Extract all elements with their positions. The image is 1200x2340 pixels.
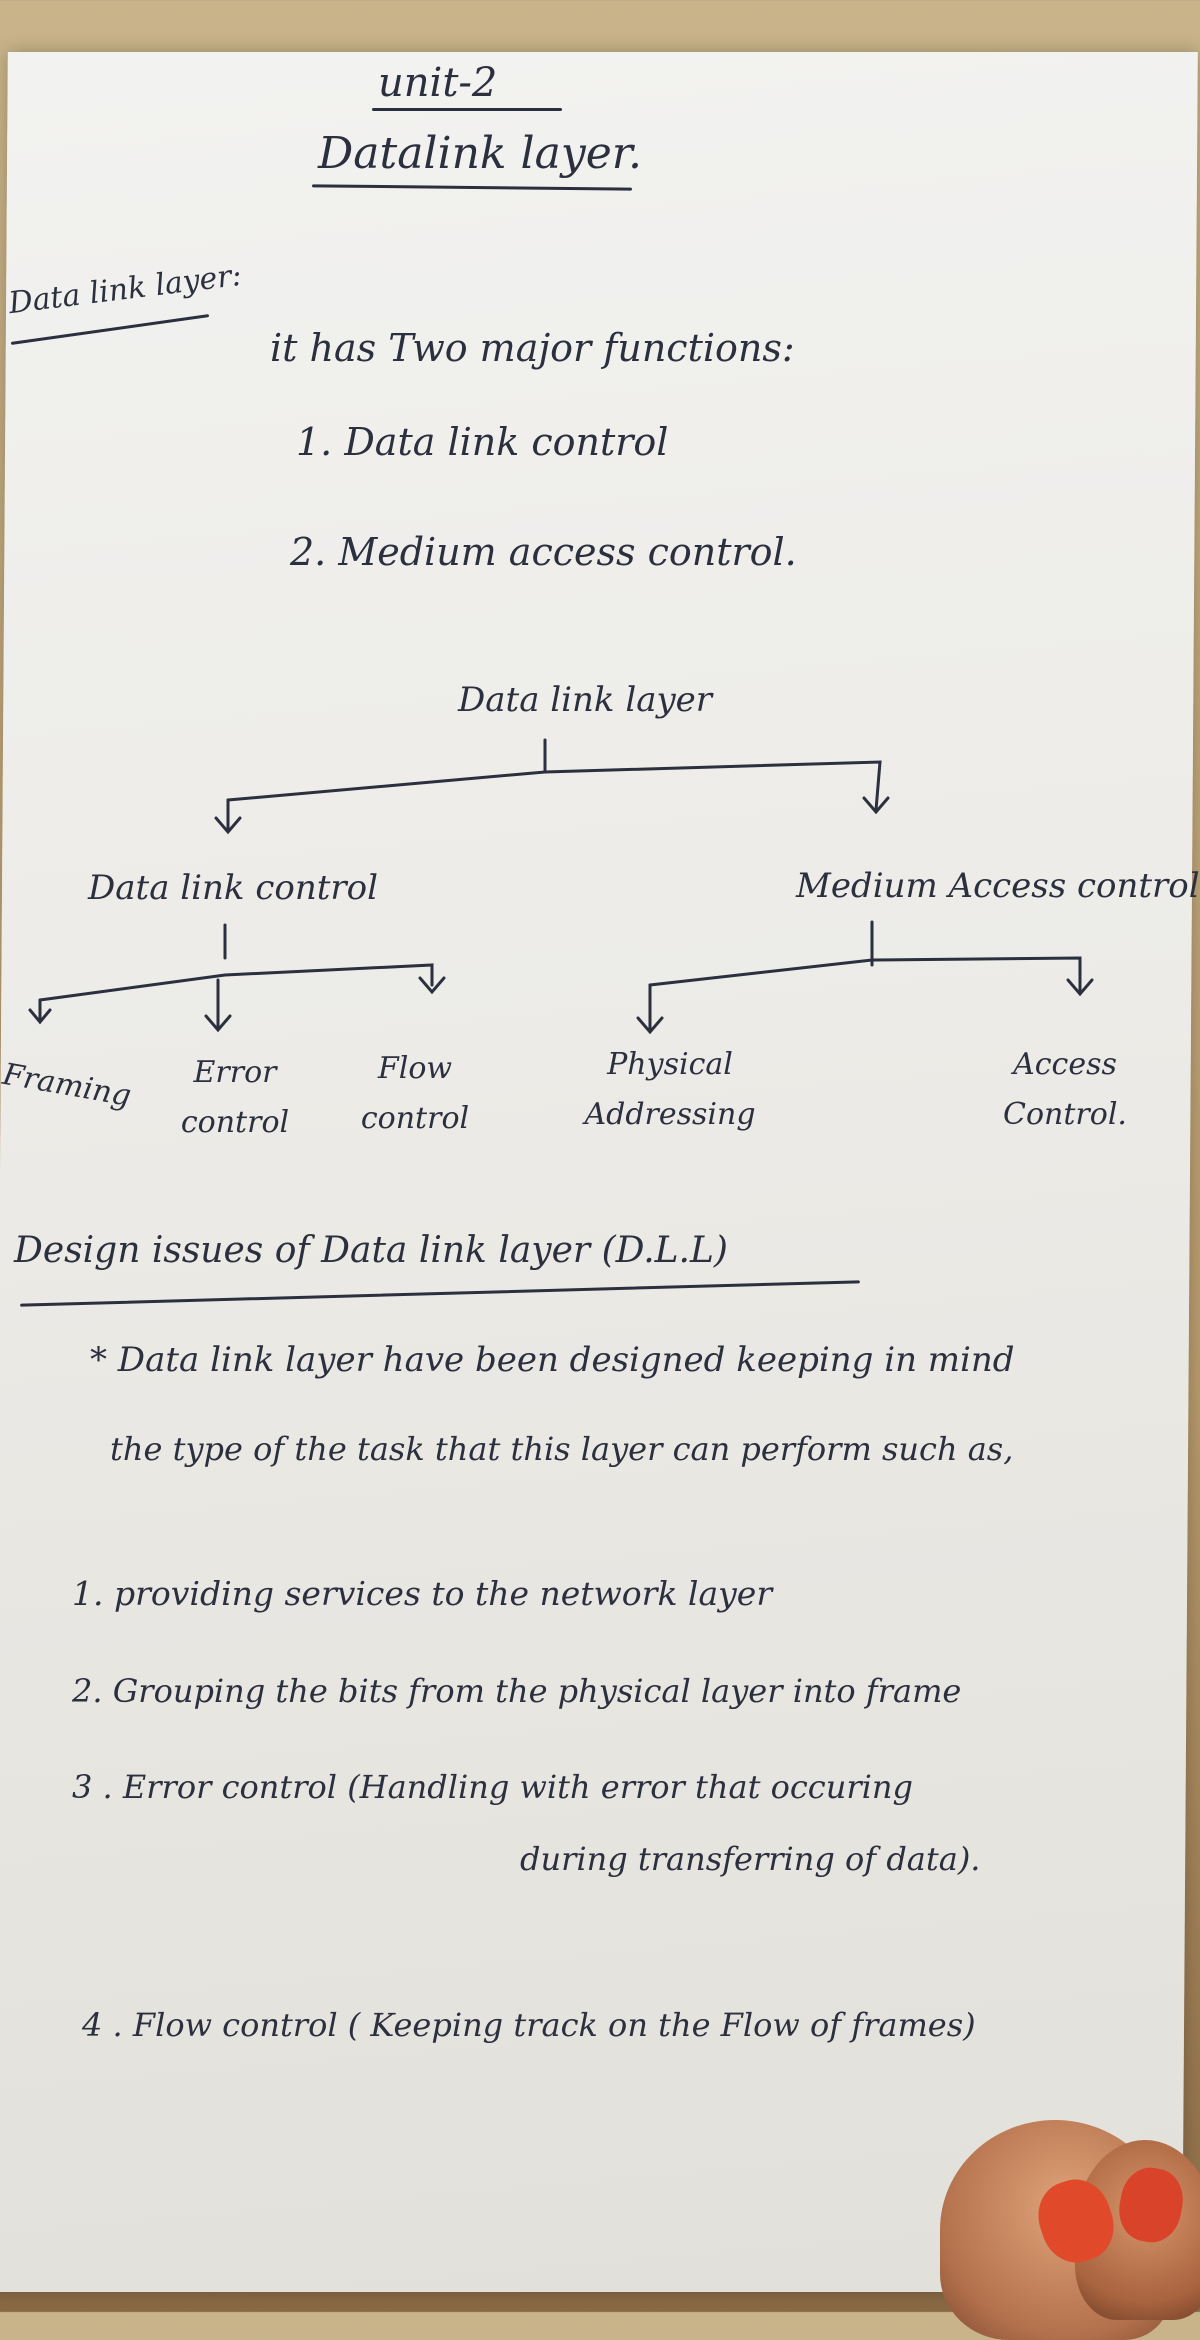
design-paragraph-line-2: the type of the task that this layer can… — [110, 1430, 1014, 1468]
tree-leaf-access-control: Access Control. — [1003, 1047, 1127, 1132]
design-item-1: 1. providing services to the network lay… — [72, 1574, 773, 1613]
hierarchy-connectors — [28, 738, 1094, 1035]
design-heading: Design issues of Data link layer (D.L.L) — [14, 1230, 728, 1271]
intro-line: it has Two major functions: — [270, 326, 795, 370]
intro-item-2: 2. Medium access control. — [290, 530, 797, 574]
right-arrowhead — [862, 796, 890, 815]
tree-leaf-error-control: Error control — [180, 1055, 290, 1140]
root-branch — [226, 760, 882, 812]
design-item-2: 2. Grouping the bits from the physical l… — [72, 1672, 962, 1710]
unit-underline — [372, 108, 562, 111]
design-item-3: 3 . Error control (Handling with error t… — [72, 1768, 913, 1806]
page-title: Datalink layer. — [318, 128, 642, 179]
left-arrowhead — [214, 816, 242, 835]
tree-leaf-physical-addressing: Physical Addressing — [584, 1047, 756, 1132]
tree-right-node: Medium Access control — [796, 866, 1200, 906]
tree-root: Data link layer — [458, 680, 713, 720]
design-item-4: 4 . Flow control ( Keeping track on the … — [82, 2006, 976, 2044]
tree-left-node: Data link control — [88, 868, 378, 908]
intro-item-1: 1. Data link control — [296, 420, 669, 464]
left-children-branch — [38, 963, 434, 1002]
right-children-branch — [648, 956, 1082, 992]
unit-heading: unit-2 — [378, 60, 498, 106]
design-item-3-continuation: during transferring of data). — [520, 1840, 981, 1878]
design-paragraph-line-1: * Data link layer have been designed kee… — [90, 1340, 1015, 1380]
tree-leaf-flow-control: Flow control — [360, 1051, 470, 1136]
